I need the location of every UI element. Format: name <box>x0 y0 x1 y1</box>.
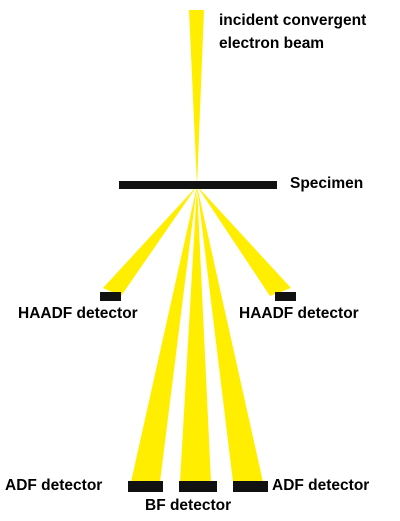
specimen-bar <box>119 181 277 189</box>
beam-label-line1: incident convergent <box>219 12 367 29</box>
haadf-right-label: HAADF detector <box>239 305 359 322</box>
adf-left-label: ADF detector <box>5 477 103 494</box>
haadf-right-beam <box>197 186 291 296</box>
specimen-label: Specimen <box>290 175 364 192</box>
adf-right-detector <box>233 481 268 492</box>
bf-beam <box>180 186 211 482</box>
haadf-left-label: HAADF detector <box>18 305 138 322</box>
bf-detector-label: BF detector <box>145 497 232 514</box>
bf-detector-bar <box>179 481 217 492</box>
haadf-right-detector <box>275 292 296 301</box>
beam-label-line2: electron beam <box>219 35 325 52</box>
adf-left-detector <box>128 481 163 492</box>
adf-left-beam <box>131 186 197 482</box>
haadf-left-detector <box>100 292 121 301</box>
haadf-left-beam <box>103 186 197 296</box>
incident-beam <box>189 10 204 186</box>
adf-right-label: ADF detector <box>272 477 370 494</box>
adf-right-beam <box>197 186 263 482</box>
